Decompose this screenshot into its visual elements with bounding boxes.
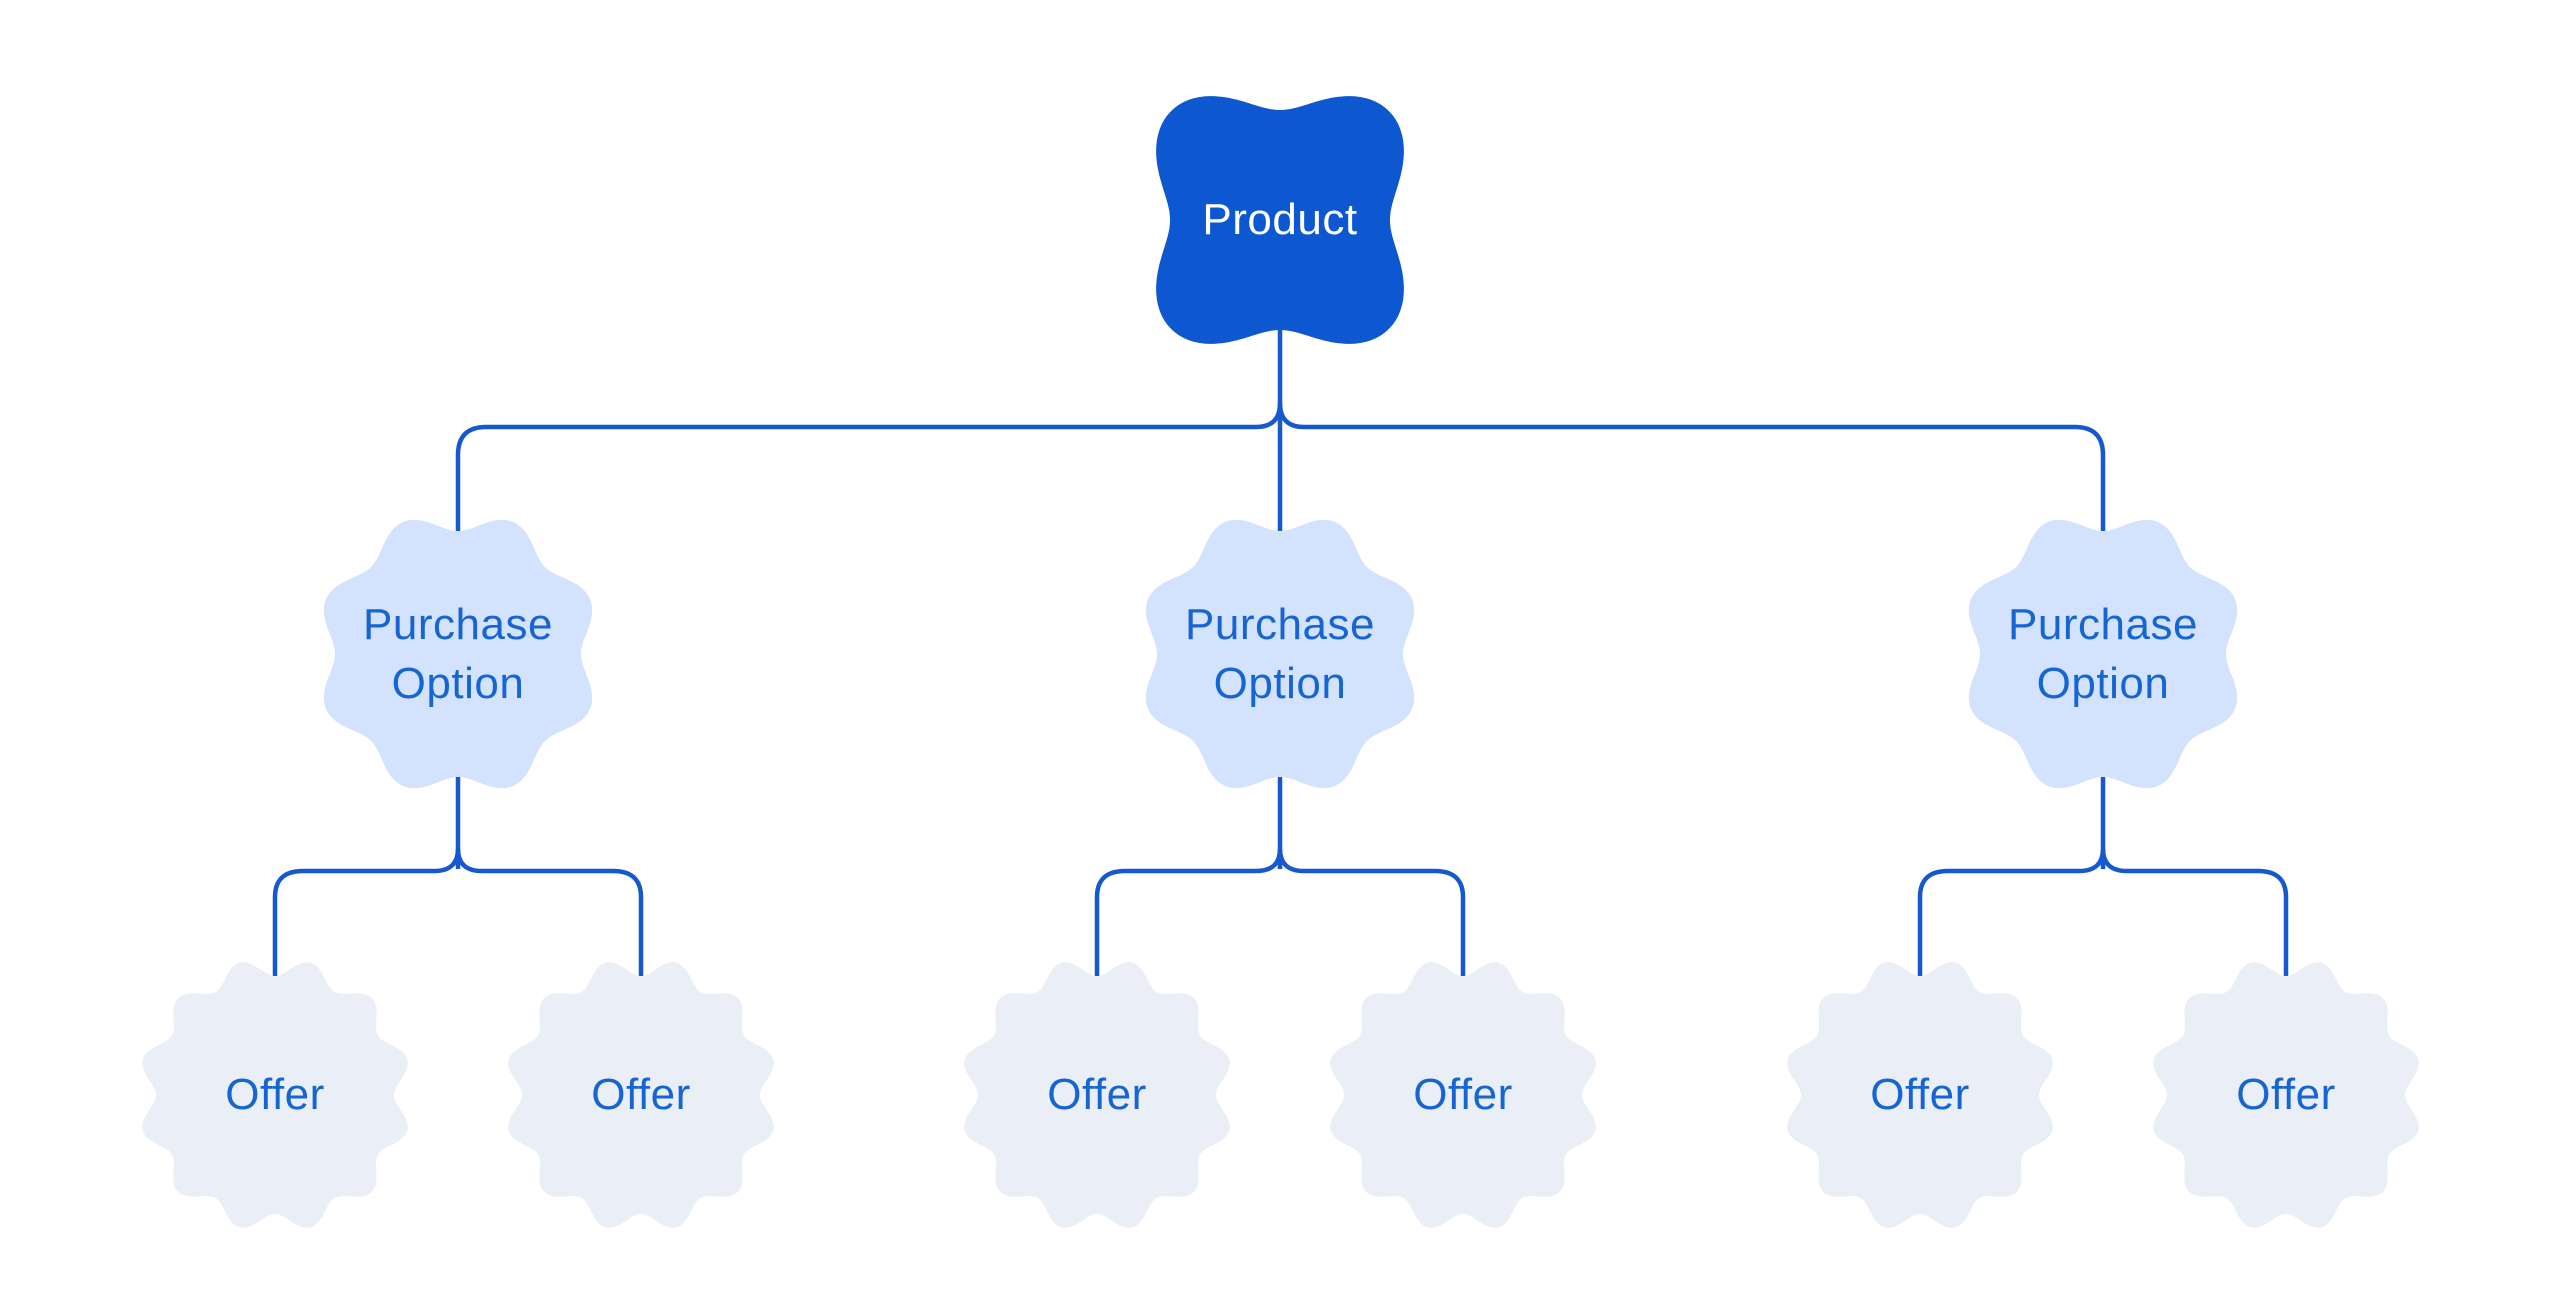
node-purchase-option-1: Purchase Option: [308, 504, 608, 804]
connector-option1-to-offer2: [455, 848, 644, 985]
node-offer-2-2: Offer: [1318, 950, 1608, 1240]
node-purchase-option-1-label: Purchase Option: [363, 599, 553, 708]
product-cookie-shape: [1156, 96, 1404, 344]
node-product: Product: [1150, 90, 1410, 350]
node-offer-1-1: Offer: [130, 950, 420, 1240]
purchase-option-flower-shape: [1968, 519, 2238, 789]
node-purchase-option-2-label: Purchase Option: [1185, 599, 1375, 708]
offer-scallop-shape: [964, 962, 1230, 1228]
node-offer-1-1-label: Offer: [225, 1070, 325, 1119]
connector-level2-branch-2: [1094, 772, 1466, 985]
connector-option3-to-offer1: [1917, 848, 2106, 985]
node-offer-1-2-label: Offer: [591, 1070, 691, 1119]
connector-product-to-option-3: [1277, 402, 2106, 535]
node-offer-3-2-label: Offer: [2236, 1070, 2336, 1119]
connector-level2-branch-3: [1917, 772, 2289, 985]
connector-option2-to-offer1: [1094, 848, 1283, 985]
purchase-option-flower-shape: [1145, 519, 1415, 789]
node-product-label: Product: [1202, 195, 1358, 244]
connector-option2-to-offer2: [1277, 848, 1466, 985]
connector-level1: [455, 326, 2106, 540]
node-purchase-option-3: Purchase Option: [1953, 504, 2253, 804]
node-offer-3-1-label: Offer: [1870, 1070, 1970, 1119]
purchase-option-flower-shape: [323, 519, 593, 789]
offer-scallop-shape: [508, 962, 774, 1228]
node-purchase-option-2: Purchase Option: [1130, 504, 1430, 804]
node-offer-3-1: Offer: [1775, 950, 2065, 1240]
connector-product-to-option-1: [455, 402, 1283, 535]
node-purchase-option-3-label: Purchase Option: [2008, 599, 2198, 708]
connector-option1-to-offer1: [272, 848, 461, 985]
node-offer-1-2: Offer: [496, 950, 786, 1240]
offer-scallop-shape: [142, 962, 408, 1228]
node-offer-2-1-label: Offer: [1047, 1070, 1147, 1119]
node-offer-2-2-label: Offer: [1413, 1070, 1513, 1119]
offer-scallop-shape: [1330, 962, 1596, 1228]
offer-scallop-shape: [1787, 962, 2053, 1228]
offer-scallop-shape: [2153, 962, 2419, 1228]
connector-level2-branch-1: [272, 772, 644, 985]
node-offer-3-2: Offer: [2141, 950, 2431, 1240]
node-offer-2-1: Offer: [952, 950, 1242, 1240]
connector-option3-to-offer2: [2100, 848, 2289, 985]
